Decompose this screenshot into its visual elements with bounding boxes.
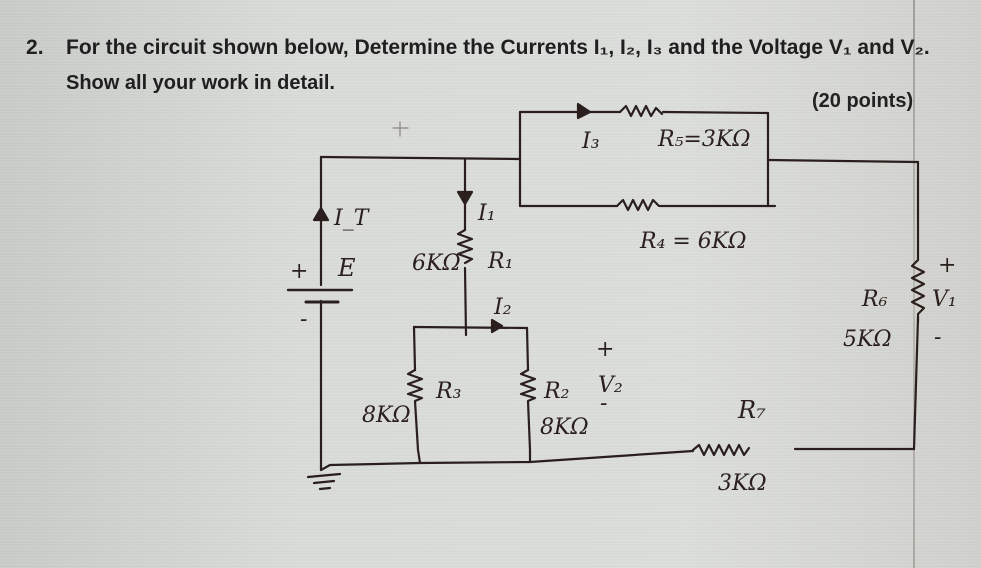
label-i2: I₂ (493, 295, 512, 320)
label-r6-value: 5KΩ (843, 327, 892, 352)
label-r6: R₆ (861, 287, 888, 312)
question-prompt: For the circuit shown below, Determine t… (66, 36, 930, 59)
question-instruction: Show all your work in detail. (66, 72, 335, 94)
resistor-r1-symbol (456, 228, 474, 265)
resistor-r3-symbol (406, 368, 424, 465)
resistor-r4-symbol (615, 198, 661, 212)
label-source-plus: + (290, 259, 308, 284)
label-v2-minus: - (600, 391, 607, 416)
resistor-r6-symbol (910, 258, 926, 324)
label-i3: I₃ (581, 129, 600, 154)
label-r7: R₇ (737, 396, 766, 424)
label-r1: R₁ (487, 249, 513, 274)
label-v1: V₁ (932, 287, 957, 312)
label-source-minus: - (300, 307, 307, 332)
label-r3-value: 8KΩ (362, 403, 411, 428)
label-r1-value: 6KΩ (412, 251, 461, 276)
label-v1-minus: - (934, 325, 941, 350)
label-v2: V₂ (598, 373, 623, 398)
points-label: (20 points) (812, 90, 914, 112)
resistor-r2-symbol (519, 368, 537, 464)
screen-edge-line (913, 0, 915, 568)
label-r2: R₂ (543, 379, 569, 404)
label-v1-plus: + (938, 253, 956, 278)
label-v2-plus: + (596, 337, 614, 362)
wire-bottom (319, 449, 695, 472)
circuit-labels: I_T + E - I₁ 6KΩ R₁ I₂ I₃ R₅=3KΩ R₄ = 6K… (290, 127, 957, 496)
label-r5: R₅=3KΩ (657, 127, 751, 152)
resistor-r5-symbol (618, 104, 664, 118)
question-number: 2. (26, 36, 44, 59)
label-r2-value: 8KΩ (540, 415, 589, 440)
wire-top (319, 155, 522, 161)
label-i1: I₁ (477, 201, 496, 226)
label-r7-value: 3KΩ (718, 471, 767, 496)
label-r3: R₃ (435, 379, 461, 404)
resistor-r7-symbol (691, 443, 751, 457)
label-it: I_T (333, 206, 371, 231)
label-r4: R₄ = 6KΩ (639, 229, 746, 254)
label-source-e: E (337, 254, 356, 282)
